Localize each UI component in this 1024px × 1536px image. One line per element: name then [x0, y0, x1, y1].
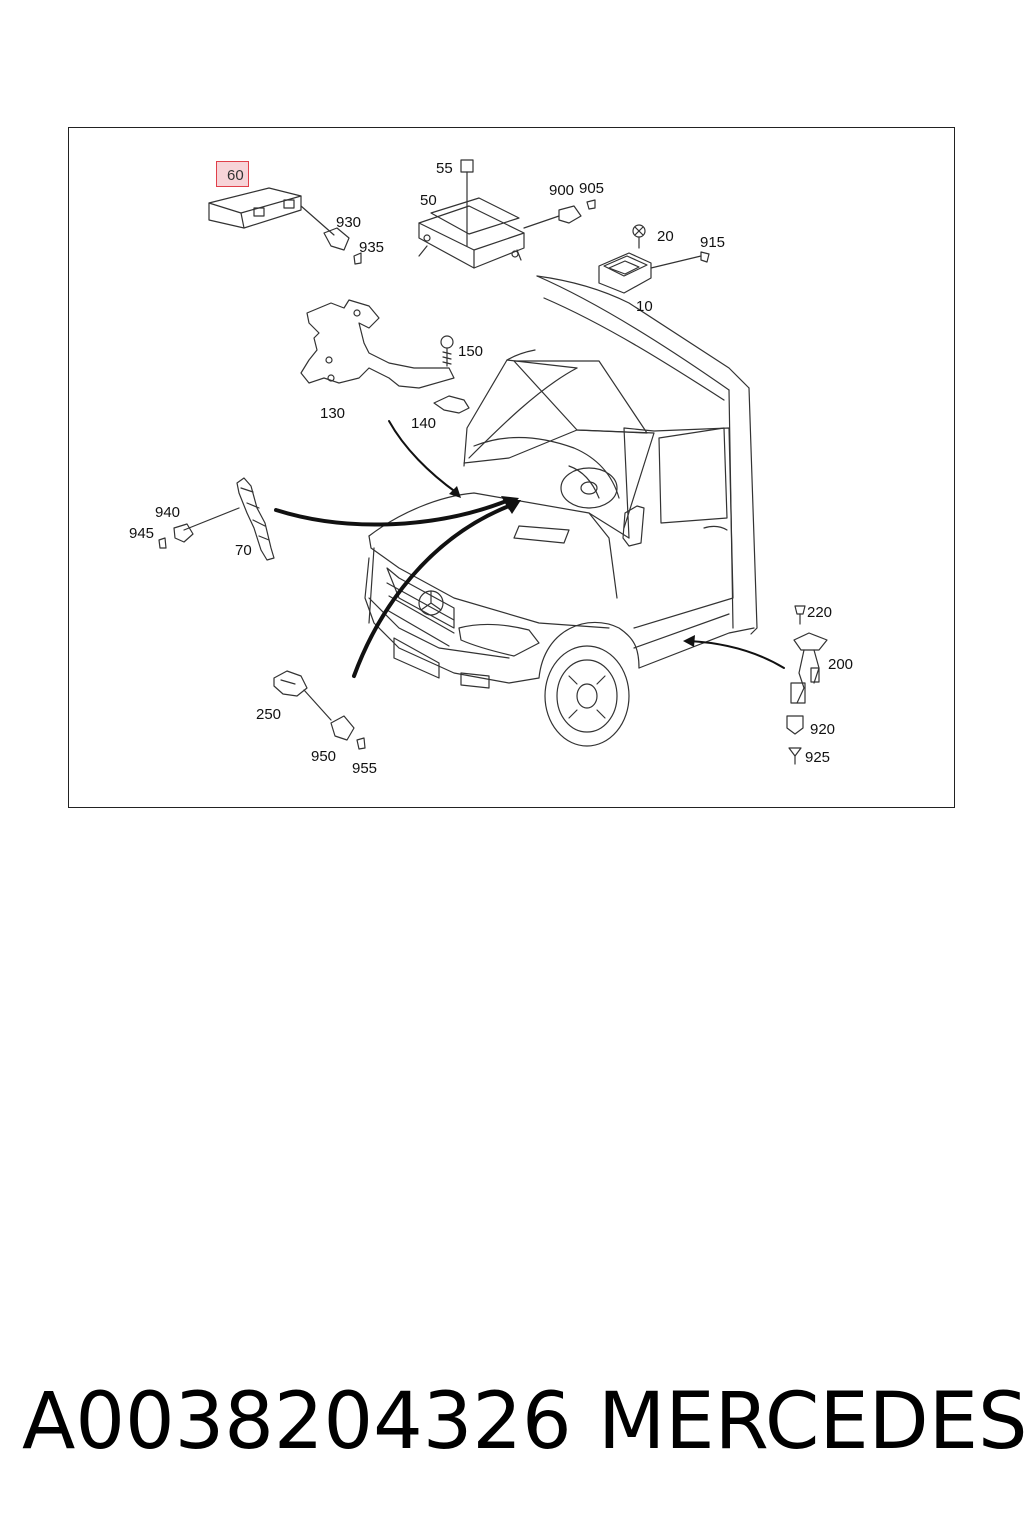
callout-940[interactable]: 940 — [155, 504, 181, 521]
parts-diagram-drawing — [158, 159, 828, 765]
part-130-bracket — [300, 299, 470, 414]
callout-920[interactable]: 920 — [810, 721, 836, 738]
callout-945[interactable]: 945 — [129, 525, 155, 542]
footer-caption: A0038204326 MERCEDES — [0, 1372, 1024, 1472]
callout-900[interactable]: 900 — [549, 182, 575, 199]
part-250-sensor — [273, 670, 366, 750]
part-60-module — [208, 187, 362, 265]
arrow-130-to-van — [388, 420, 458, 494]
callout-930[interactable]: 930 — [336, 214, 362, 231]
callout-915[interactable]: 915 — [700, 234, 726, 251]
part-50-ecu — [418, 159, 596, 269]
arrow-250-to-van — [352, 504, 511, 678]
callout-950[interactable]: 950 — [311, 748, 337, 765]
callout-140[interactable]: 140 — [411, 415, 437, 432]
callout-925[interactable]: 925 — [805, 749, 831, 766]
arrow-70-to-van — [274, 498, 511, 527]
callout-20[interactable]: 20 — [657, 228, 674, 245]
parts-diagram-frame: 60 55 50 900 905 930 935 20 915 10 150 1… — [68, 127, 955, 808]
callout-955[interactable]: 955 — [352, 760, 378, 777]
callout-10[interactable]: 10 — [636, 298, 653, 315]
callout-150[interactable]: 150 — [458, 343, 484, 360]
van-illustration — [364, 275, 758, 747]
callout-130[interactable]: 130 — [320, 405, 346, 422]
callout-200[interactable]: 200 — [828, 656, 854, 673]
callout-50[interactable]: 50 — [420, 192, 437, 209]
callout-70[interactable]: 70 — [235, 542, 252, 559]
part-10-sensor — [598, 224, 710, 294]
brand-name: MERCEDES — [598, 1377, 1024, 1467]
part-200-sensor — [786, 605, 828, 765]
part-number: A0038204326 — [22, 1377, 572, 1467]
callout-60[interactable]: 60 — [216, 161, 249, 187]
callout-905[interactable]: 905 — [579, 180, 605, 197]
callout-250[interactable]: 250 — [256, 706, 282, 723]
callout-220[interactable]: 220 — [807, 604, 833, 621]
part-70-sensor — [158, 477, 275, 561]
callout-55[interactable]: 55 — [436, 160, 453, 177]
callout-935[interactable]: 935 — [359, 239, 385, 256]
arrow-200-to-van — [688, 640, 785, 669]
